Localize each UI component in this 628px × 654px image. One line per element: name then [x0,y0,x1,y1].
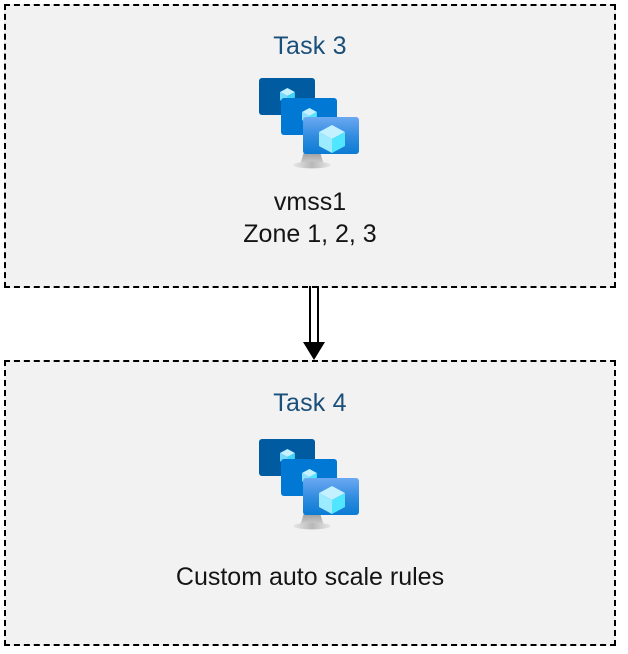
task-box-task-3[interactable]: Task 3 [4,4,616,288]
azure-virtual-machine-scale-set-icon [259,78,359,169]
task-3-caption: vmss1 Zone 1, 2, 3 [243,187,376,250]
task-4-title: Task 4 [273,389,347,417]
task-3-icon-wrapper [258,77,362,171]
task-box-task-4[interactable]: Task 4 [4,360,616,646]
task-3-title: Task 3 [273,32,347,60]
task-3-caption-line-2: Zone 1, 2, 3 [243,219,377,248]
connector-task3-to-task4 [303,286,325,360]
task-4-caption: Custom auto scale rules [176,562,444,594]
task-3-caption-line-1: vmss1 [273,188,347,216]
task-4-icon-wrapper [258,438,362,532]
azure-virtual-machine-scale-set-icon [259,439,359,530]
arrowhead-icon [303,342,325,360]
task-4-caption-line-1: Custom auto scale rules [175,563,445,591]
